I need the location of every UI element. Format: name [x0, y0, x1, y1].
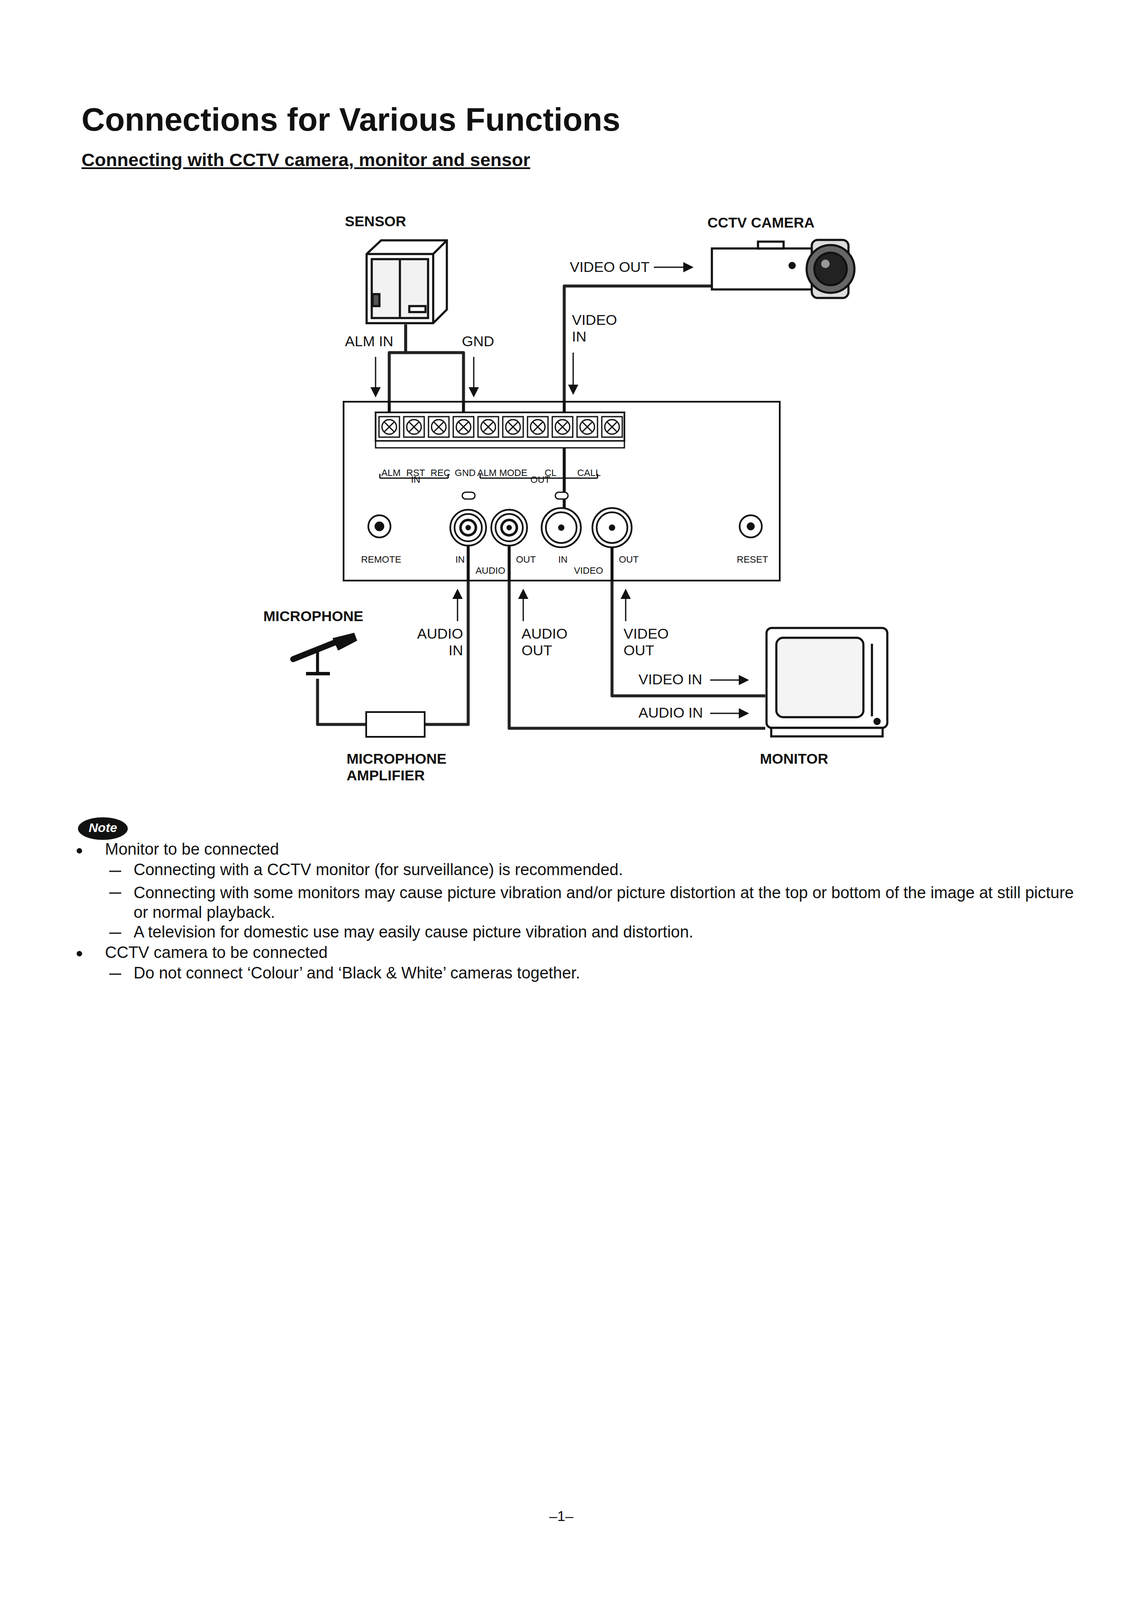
cable — [564, 285, 712, 401]
panel-label: IN — [411, 474, 421, 485]
cable — [612, 581, 766, 696]
panel-label: REC — [430, 467, 451, 479]
subtitle: Connecting with CCTV camera, monitor and… — [81, 149, 531, 171]
panel-label: ALM — [381, 467, 401, 479]
panel-drawing — [368, 400, 762, 582]
note-text: Do not connect ‘Colour’ and ‘Black & Whi… — [133, 963, 581, 983]
cable — [509, 581, 766, 729]
sensor-box: SENSOR — [362, 238, 449, 325]
signal-label: GND — [452, 332, 504, 350]
node-label: MONITOR — [752, 750, 836, 767]
signal-label: AUDIO OUT — [521, 625, 578, 659]
signal-label: AUDIO IN — [407, 625, 464, 659]
panel-label: OUT — [530, 474, 551, 485]
camera-drawing — [711, 239, 855, 298]
panel-label: ALM MODE — [477, 467, 528, 479]
note-text: Monitor to be connected — [104, 839, 280, 859]
page-number: –1– — [544, 1507, 579, 1525]
signal-label: VIDEO IN — [571, 311, 624, 345]
cable — [317, 678, 366, 725]
signal-arrows — [375, 267, 748, 714]
panel-label: VIDEO — [574, 565, 604, 576]
note-badge: Note — [83, 820, 123, 836]
node-label: SENSOR — [344, 212, 456, 230]
microphone: MICROPHONE — [285, 632, 359, 679]
camera-box: CCTV CAMERA — [711, 239, 850, 299]
panel-label: IN — [558, 553, 568, 565]
panel-label: IN — [455, 553, 465, 565]
signal-label: VIDEO OUT — [569, 258, 650, 276]
signal-label: VIDEO IN — [638, 670, 703, 688]
signal-label: ALM IN — [339, 332, 400, 350]
note-text: A television for domestic use may easily… — [133, 922, 694, 942]
panel-label: AUDIO — [475, 565, 506, 576]
monitor-box: MONITOR — [765, 626, 889, 738]
panel-label: OUT — [515, 553, 536, 565]
panel-label: GND — [454, 467, 476, 479]
sensor-drawing — [366, 240, 447, 324]
node-label: CCTV CAMERA — [705, 214, 817, 231]
microphone-drawing — [293, 633, 357, 674]
panel-label: CALL — [577, 467, 601, 479]
rear-panel: ALMRSTRECGNDALM MODECLCALLINOUTREMOTEINO… — [342, 400, 781, 582]
signal-label: VIDEO OUT — [623, 625, 680, 659]
note-text: Connecting with some monitors may cause … — [133, 882, 1086, 922]
panel-label: RESET — [736, 553, 768, 565]
amplifier-box: MICROPHONE AMPLIFIER — [365, 711, 426, 738]
signal-label: AUDIO IN — [638, 704, 703, 721]
page-title: Connections for Various Functions — [81, 100, 621, 138]
monitor-drawing — [766, 627, 888, 737]
panel-label: OUT — [618, 553, 639, 565]
node-label: MICROPHONE AMPLIFIER — [346, 750, 449, 784]
node-label: MICROPHONE — [263, 607, 392, 625]
panel-label: REMOTE — [361, 553, 402, 565]
note-text: Connecting with a CCTV monitor (for surv… — [133, 860, 624, 880]
note-text: CCTV camera to be connected — [104, 943, 328, 962]
